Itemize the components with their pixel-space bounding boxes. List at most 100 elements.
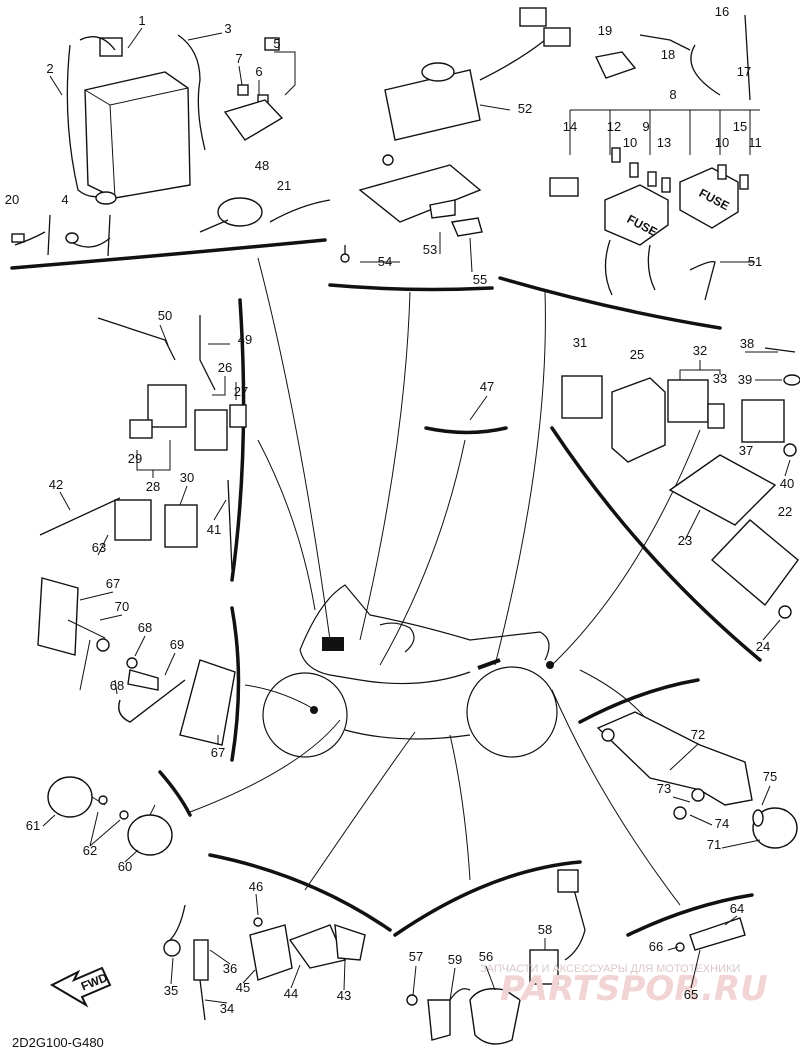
callout-6: 6 xyxy=(255,64,262,79)
callout-40: 40 xyxy=(780,476,794,491)
sensor-group xyxy=(406,869,586,1045)
flasher-relay-25 xyxy=(611,377,666,463)
callout-37: 37 xyxy=(739,443,753,458)
fuse-box-right xyxy=(679,167,739,229)
switch-group xyxy=(163,904,366,1021)
battery-location-marker xyxy=(322,637,344,651)
callout-44: 44 xyxy=(284,986,298,1001)
callout-66: 66 xyxy=(649,939,663,954)
callout-56: 56 xyxy=(479,949,493,964)
watermark-line: ЗАПЧАСТИ И АКСЕССУАРЫ ДЛЯ МОТОТЕХНИКИ xyxy=(480,963,740,975)
reflector-64 xyxy=(689,917,746,951)
callout-34: 34 xyxy=(220,1001,234,1016)
callout-1: 1 xyxy=(138,13,145,28)
callout-13: 13 xyxy=(657,135,671,150)
license-bracket xyxy=(596,711,753,806)
callout-52: 52 xyxy=(518,101,532,116)
callout-35: 35 xyxy=(164,983,178,998)
reflector-group xyxy=(675,917,746,952)
callout-10a: 10 xyxy=(623,135,637,150)
callout-10b: 10 xyxy=(715,135,729,150)
callout-12: 12 xyxy=(607,119,621,134)
callout-26: 26 xyxy=(218,360,232,375)
callout-24: 24 xyxy=(756,639,770,654)
horn-group xyxy=(47,776,173,856)
callout-68a: 68 xyxy=(138,620,152,635)
callout-38: 38 xyxy=(740,336,754,351)
location-leaders xyxy=(189,257,701,906)
relay-32 xyxy=(667,379,709,423)
callout-31: 31 xyxy=(573,335,587,350)
battery-bracket xyxy=(358,164,482,223)
relay-26 xyxy=(194,409,228,451)
callout-3: 3 xyxy=(224,21,231,36)
control-unit-group xyxy=(561,347,800,619)
switch-45 xyxy=(249,924,293,981)
battery-group xyxy=(11,34,331,257)
callout-59: 59 xyxy=(448,952,462,967)
control-unit-22 xyxy=(710,519,799,607)
callout-30: 30 xyxy=(180,470,194,485)
fuse-box-left xyxy=(604,184,669,246)
fuse-cap xyxy=(594,51,637,79)
callout-67b: 67 xyxy=(211,745,225,760)
motorcycle-outline xyxy=(262,584,558,758)
callout-48: 48 xyxy=(255,158,269,173)
callout-47: 47 xyxy=(480,379,494,394)
callout-32: 32 xyxy=(693,343,707,358)
callout-36: 36 xyxy=(223,961,237,976)
horn-60 xyxy=(127,814,173,856)
callout-29: 29 xyxy=(128,451,142,466)
fuse-holder-group xyxy=(340,7,571,263)
callout-20: 20 xyxy=(5,192,19,207)
horn-group-boundary xyxy=(158,770,192,817)
relay-29 xyxy=(147,384,187,428)
lamp-group-boundary xyxy=(230,606,241,762)
license-bracket-group xyxy=(596,711,798,849)
reflector-71 xyxy=(752,807,798,849)
callout-43: 43 xyxy=(337,988,351,1003)
callout-22: 22 xyxy=(778,504,792,519)
callout-71: 71 xyxy=(707,837,721,852)
main-switch xyxy=(217,197,263,227)
callout-50: 50 xyxy=(158,308,172,323)
callout-9: 9 xyxy=(642,119,649,134)
callout-2: 2 xyxy=(46,61,53,76)
sensor-group-boundary xyxy=(393,860,582,937)
callout-11: 11 xyxy=(748,135,762,150)
callout-45: 45 xyxy=(236,980,250,995)
callout-labels: 1 2 3 4 5 6 7 8 9 10 10 11 12 13 14 15 1… xyxy=(5,4,794,1016)
switch-43 xyxy=(334,923,366,961)
callout-67a: 67 xyxy=(106,576,120,591)
callout-60: 60 xyxy=(118,859,132,874)
switch-36 xyxy=(193,939,209,981)
callout-70: 70 xyxy=(115,599,129,614)
clip-group-boundary xyxy=(424,426,508,435)
callout-64: 64 xyxy=(730,901,744,916)
callout-46: 46 xyxy=(249,879,263,894)
fuse-group xyxy=(549,14,760,301)
callout-leaders xyxy=(42,27,791,1004)
callout-53: 53 xyxy=(423,242,437,257)
callout-5: 5 xyxy=(273,36,280,51)
relay-63 xyxy=(114,499,152,541)
callout-49: 49 xyxy=(238,332,252,347)
callout-25: 25 xyxy=(630,347,644,362)
callout-18: 18 xyxy=(661,47,675,62)
relay-30 xyxy=(164,504,198,548)
callout-57: 57 xyxy=(409,949,423,964)
relay-31 xyxy=(561,375,603,419)
callout-68b: 68 xyxy=(110,678,124,693)
callout-61: 61 xyxy=(26,818,40,833)
group-boundaries xyxy=(10,238,762,937)
fuse-holder-group-boundary xyxy=(328,283,494,292)
callout-69: 69 xyxy=(170,637,184,652)
callout-17: 17 xyxy=(737,64,751,79)
callout-23: 23 xyxy=(678,533,692,548)
horn-61 xyxy=(47,776,93,818)
callout-4: 4 xyxy=(61,192,68,207)
callout-65: 65 xyxy=(684,987,698,1002)
fwd-arrow-icon: FWD xyxy=(49,966,112,1008)
callout-72: 72 xyxy=(691,727,705,742)
